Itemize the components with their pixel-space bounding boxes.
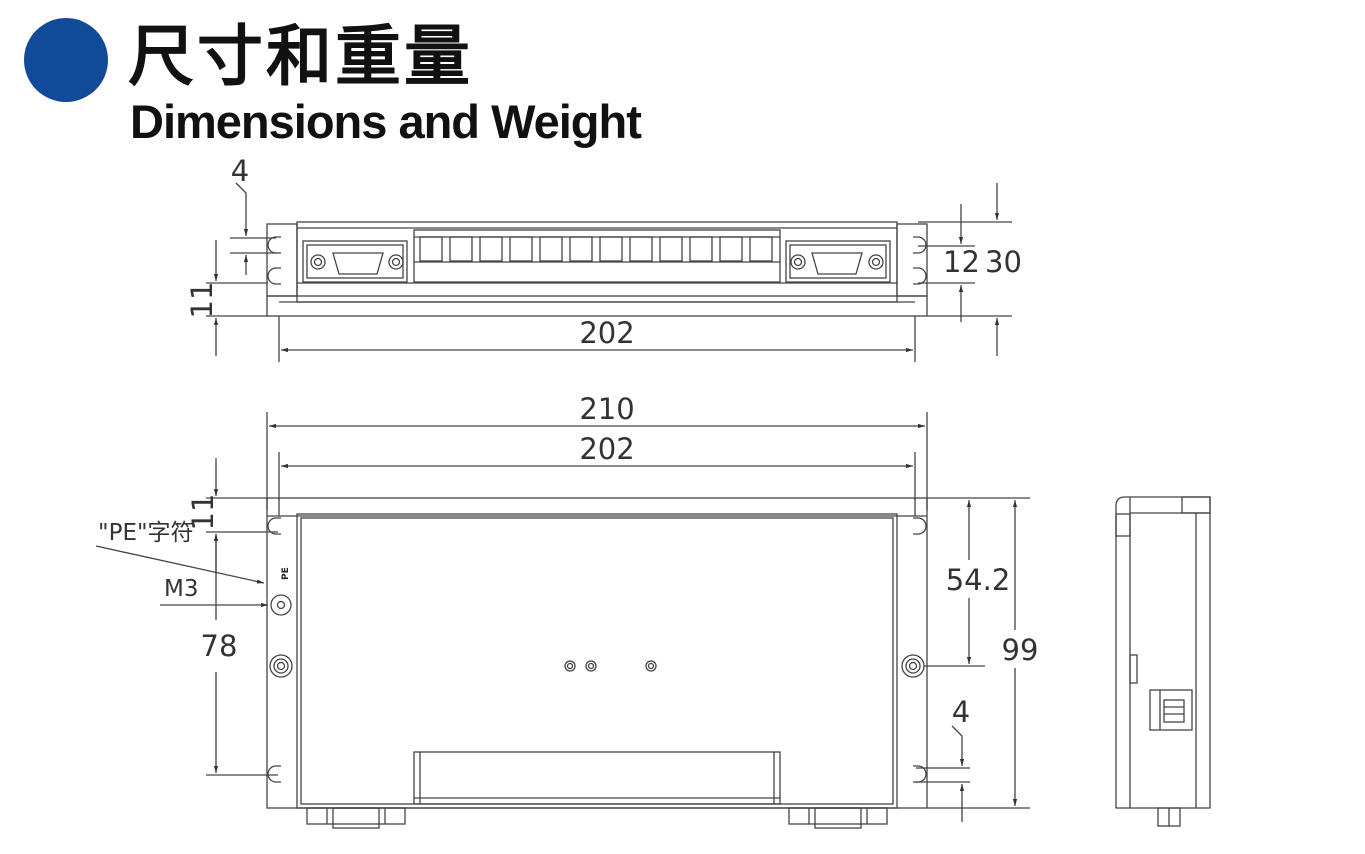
pe-mark: PE [281,567,291,580]
leader-pe-char [95,545,265,584]
front-main-body [296,513,898,809]
front-slot-right-top [913,517,927,535]
terminal-block-front [413,751,781,805]
terminal-block-top [413,229,781,283]
top-slot-left-2 [267,267,281,285]
label-m3: M3 [164,576,198,602]
dim-label-54-2: 54.2 [946,563,1011,597]
screw-hole-icon-left [269,654,293,678]
db9-connector-icon-left [302,240,408,283]
dim-label-202-top: 202 [579,316,634,350]
top-slot-left-1 [267,236,281,254]
bottom-connector-right [788,807,888,829]
dim-label-4-front: 4 [952,695,970,729]
dim-label-202-front: 202 [579,432,634,466]
indicator-led-icon-2 [585,660,597,672]
screw-hole-icon-right [901,654,925,678]
dim-label-4-top: 4 [231,154,249,188]
screw-hole-icon-m3 [270,594,292,616]
side-connector [1149,689,1193,731]
front-view: 210 202 [95,392,1039,829]
top-slot-right-1 [913,236,927,254]
dim-label-11-top: 11 [185,282,219,319]
dim-label-210: 210 [579,392,634,426]
dim-label-30: 30 [985,245,1022,279]
top-left-flange [266,223,298,297]
dim-label-99: 99 [1002,633,1039,667]
top-right-flange [896,223,928,297]
dim-label-12: 12 [943,245,980,279]
db9-connector-icon-right [785,240,891,283]
top-view: 4 11 12 30 202 [185,154,1022,362]
front-slot-left-top [267,517,281,535]
page-title-cn: 尺寸和重量 [128,18,473,95]
top-base-plate [266,295,928,317]
side-view [1115,496,1211,827]
indicator-led-icon-1 [564,660,576,672]
label-pe-char: "PE"字符 [98,520,194,546]
indicator-led-icon-3 [645,660,657,672]
dim-label-78: 78 [201,629,238,663]
bottom-connector-left [306,807,406,829]
header: 尺寸和重量 Dimensions and Weight [0,0,760,160]
front-outer-plate [266,497,928,809]
blue-circle-bullet-icon [24,18,108,102]
front-slot-left-bottom [267,765,281,783]
top-slot-right-2 [913,267,927,285]
page-title-en: Dimensions and Weight [130,95,642,148]
dim-label-11-front: 11 [186,494,220,531]
